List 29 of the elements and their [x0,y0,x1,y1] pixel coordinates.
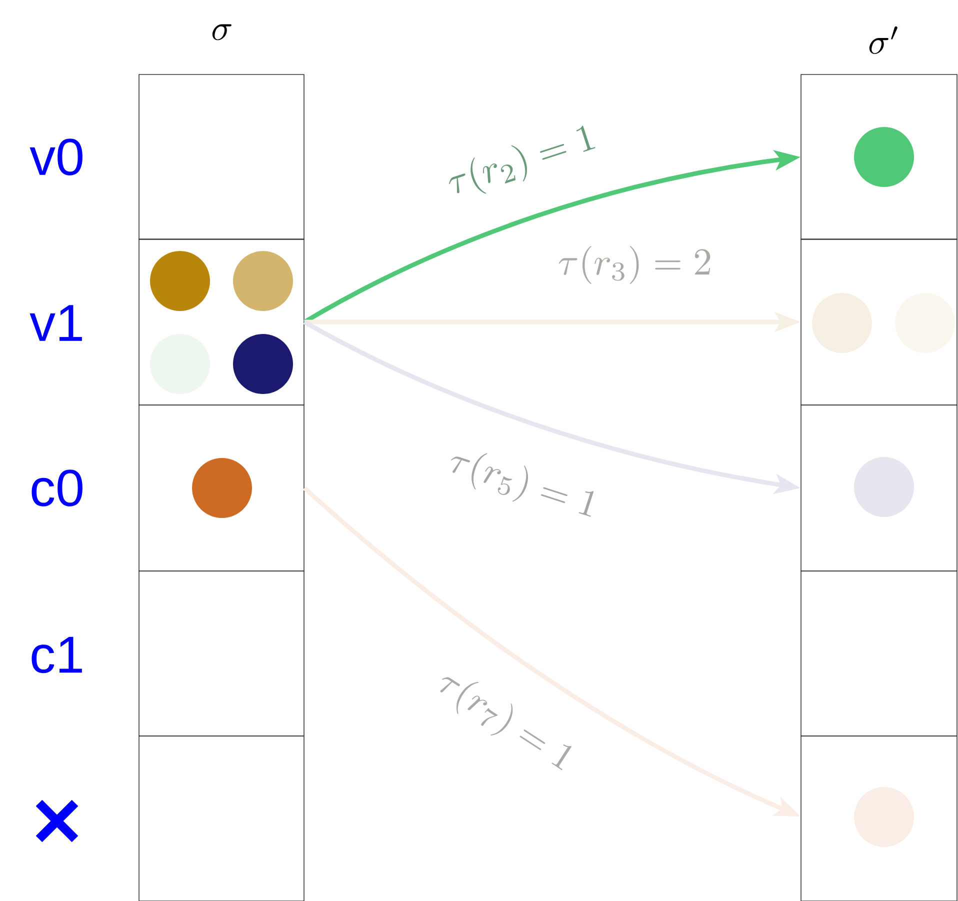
grid-cell [800,404,958,572]
grid-cell [800,74,958,240]
grid-cell [800,736,958,901]
row-label: v0 [30,138,82,176]
column-header: $\sigma$ [212,24,232,40]
grid-cell [138,404,304,572]
edge-label: $\tau(r_7) = 1$ [440,677,572,770]
dot [150,251,210,311]
grid-cell [138,736,304,901]
grid-cell [138,74,304,240]
dot [233,334,293,394]
dot [854,787,914,847]
dot [895,293,955,353]
edge-label: $\tau(r_5) = 1$ [451,453,594,517]
edge-label: $\tau(r_3) = 2$ [558,246,710,284]
dot [854,457,914,517]
grid-cell [800,238,958,406]
dot [192,458,252,518]
column-header: $\sigma'$ [869,26,898,54]
grid-cell [138,238,304,406]
edge-label: $\tau(r_2) = 1$ [449,126,596,194]
dot [854,127,914,187]
dot [812,293,872,353]
row-label: v1 [30,305,82,341]
row-label: c1 [32,636,82,674]
dot [233,251,293,311]
grid-cell [138,570,304,736]
grid-cell [800,570,958,736]
row-label: c0 [32,470,82,506]
